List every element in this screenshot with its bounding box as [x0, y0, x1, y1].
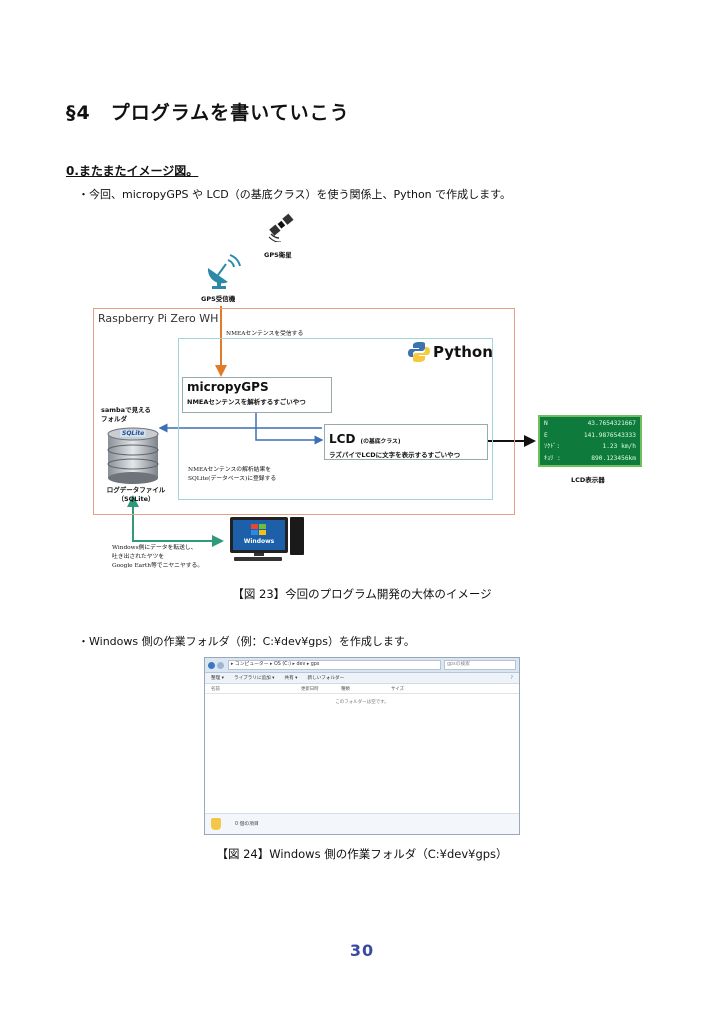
python-logo-icon [408, 342, 430, 362]
lcd-desc: ラズパイでLCDに文字を表示するすごいやつ [329, 451, 461, 459]
lcd-display-panel: N 43.7654321667 E 141.9876543333 ｿｸﾄﾞ: 1.23… [538, 415, 642, 467]
receiver-label: GPS受信機 [201, 295, 236, 303]
samba-label-line1: sambaで見える [101, 406, 151, 414]
lcd-row-key: N [544, 420, 548, 427]
micropygps-desc: NMEAセンテンスを解析するすごいやつ [187, 398, 306, 406]
windows-folder-paragraph: ・Windows 側の作業フォルダ（例：C:¥dev¥gps）を作成します。 [78, 635, 415, 648]
windows-logo-icon [251, 524, 267, 536]
nmea-receive-label: NMEAセンテンスを受信する [226, 331, 304, 337]
micropygps-title: micropyGPS [187, 380, 269, 394]
forward-icon[interactable] [217, 661, 224, 669]
lcd-row-key: ｿｸﾄﾞ: [544, 443, 561, 450]
help-icon[interactable]: ? [510, 675, 513, 681]
monitor: Windows [230, 517, 288, 553]
keyboard [234, 557, 282, 561]
search-field[interactable]: gpsの検索 [444, 660, 516, 670]
lcd-row: N 43.7654321667 [544, 418, 636, 430]
explorer-column-headers: 名前 更新日時 種類 サイズ [205, 684, 519, 694]
page-number: 30 [349, 941, 375, 960]
figure23-caption: 【図 23】今回のプログラム開発の大体のイメージ [232, 587, 492, 601]
database-label-line1: ログデータファイル [106, 486, 166, 494]
lcd-row: E 141.9876543333 [544, 430, 636, 442]
register-note: NMEAセンテンスの解析結果を SQLite(データベース)に登録する [188, 466, 276, 484]
subheading: 0.またまたイメージ図。 [66, 164, 199, 178]
windows-note-line2: 吐き出されたヤツを [112, 554, 165, 560]
database-label: ログデータファイル （SQLite） [101, 486, 171, 504]
sqlite-badge: SQLite [120, 430, 147, 437]
explorer-address-bar: ▸ コンピューター ▸ OS (C:) ▸ dev ▸ gps gpsの検索 [205, 658, 519, 673]
organize-button[interactable]: 整理 ▾ [211, 676, 224, 681]
arrow-database-windows [127, 495, 224, 547]
windows-logo-text: Windows [243, 538, 275, 545]
samba-folder-label: sambaで見える フォルダ [101, 406, 151, 424]
lcd-row-value: 890.123456km [591, 454, 636, 462]
lcd-row-value: 141.9876543333 [583, 431, 636, 439]
database-icon [107, 427, 159, 484]
folder-icon [211, 818, 221, 830]
micropygps-box: micropyGPS NMEAセンテンスを解析するすごいやつ [182, 377, 332, 413]
explorer-status-bar: 0 個の項目 [205, 813, 519, 834]
share-button[interactable]: 共有 ▾ [284, 676, 298, 681]
lcd-row-value: 43.7654321667 [587, 420, 636, 427]
column-modified[interactable]: 更新日時 [301, 686, 319, 692]
monitor-screen: Windows [233, 520, 285, 550]
register-note-line1: NMEAセンテンスの解析結果を [188, 467, 272, 473]
python-logo-text: Python [433, 343, 493, 361]
column-size[interactable]: サイズ [391, 686, 405, 692]
raspberry-pi-label: Raspberry Pi Zero WH [98, 312, 219, 325]
explorer-window: ▸ コンピューター ▸ OS (C:) ▸ dev ▸ gps gpsの検索 整… [204, 657, 520, 835]
windows-note: Windows側にデータを転送し、 吐き出されたヤツを Google Earth… [112, 544, 203, 571]
section-title: §4 プログラムを書いていこう [66, 102, 350, 124]
lcd-row: ｿｸﾄﾞ: 1.23 km/h [544, 441, 636, 453]
column-name[interactable]: 名前 [211, 686, 220, 692]
windows-note-line1: Windows側にデータを転送し、 [112, 545, 197, 551]
lcd-class-box: LCD (の基底クラス) ラズパイでLCDに文字を表示するすごいやつ [324, 424, 488, 460]
lcd-row-key: ｷｮﾘ : [544, 454, 561, 462]
register-note-line2: SQLite(データベース)に登録する [188, 476, 277, 482]
address-field[interactable]: ▸ コンピューター ▸ OS (C:) ▸ dev ▸ gps [228, 660, 441, 670]
satellite-icon [268, 213, 294, 242]
lcd-row-key: E [544, 431, 548, 439]
samba-label-line2: フォルダ [101, 415, 127, 423]
pc-tower [290, 517, 304, 555]
diagram-connectors [127, 306, 536, 547]
add-to-library-button[interactable]: ライブラリに追加 ▾ [233, 676, 275, 681]
arrow-micropygps-to-lcd [255, 411, 324, 445]
lcd-title-small: (の基底クラス) [360, 439, 401, 445]
lcd-row: ｷｮﾘ : 890.123456km [544, 453, 636, 465]
lcd-row-value: 1.23 km/h [602, 443, 636, 450]
lcd-title: LCD [329, 432, 356, 446]
raspberry-pi-box [93, 308, 515, 515]
empty-folder-text: このフォルダーは空です。 [335, 700, 389, 705]
column-type[interactable]: 種類 [341, 686, 350, 692]
system-diagram: GPS衛星 GPS受信機 [0, 210, 724, 580]
explorer-toolbar: 整理 ▾ ライブラリに追加 ▾ 共有 ▾ 新しいフォルダー ? [205, 673, 519, 684]
new-folder-button[interactable]: 新しいフォルダー [307, 676, 345, 681]
satellite-label: GPS衛星 [264, 251, 292, 259]
python-box [178, 338, 493, 500]
windows-note-line3: Google Earth等でニヤニヤする。 [112, 563, 204, 569]
back-icon[interactable] [208, 661, 215, 669]
gps-receiver-dish-icon [207, 254, 241, 289]
lcd-display-label: LCD表示器 [571, 476, 605, 484]
database-label-line2: （SQLite） [117, 495, 155, 503]
figure24-caption: 【図 24】Windows 側の作業フォルダ（C:¥dev¥gps） [216, 847, 508, 861]
intro-paragraph: ・今回、micropyGPS や LCD（の基底クラス）を使う関係上、Pytho… [78, 188, 512, 201]
item-count: 0 個の項目 [235, 822, 259, 827]
python-logo: Python [408, 341, 493, 363]
